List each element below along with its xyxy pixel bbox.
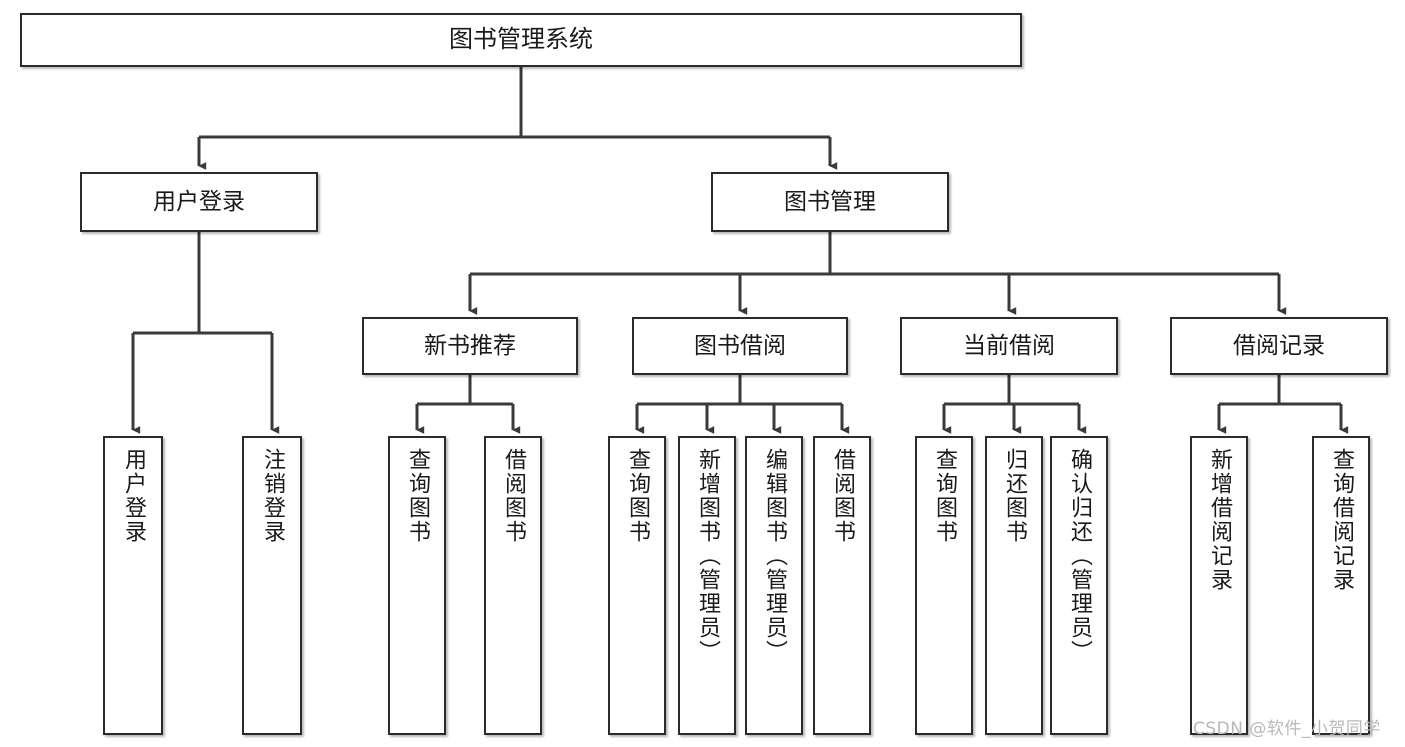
node-label: 查询图书 [932, 448, 957, 544]
node-user-logout-leaf[interactable]: 注销登录 [242, 436, 302, 735]
node-user-login-leaf[interactable]: 用户登录 [103, 436, 163, 735]
node-label: 查询图书 [625, 448, 650, 544]
node-label: 借阅记录 [1233, 332, 1325, 359]
node-label: 当前借阅 [963, 332, 1055, 359]
node-cb-query-book[interactable]: 查询图书 [915, 436, 973, 735]
node-book-management[interactable]: 图书管理 [711, 172, 949, 232]
node-label: 新书推荐 [424, 332, 516, 359]
node-label: 编辑图书（管理员） [762, 448, 787, 664]
node-br-query-record[interactable]: 查询借阅记录 [1312, 436, 1370, 735]
node-label: 借阅图书 [830, 448, 855, 544]
node-bb-add-book[interactable]: 新增图书（管理员） [678, 436, 736, 735]
node-label: 借阅图书 [501, 448, 526, 544]
node-label: 新增图书（管理员） [695, 448, 720, 664]
node-label: 图书管理 [784, 188, 876, 215]
node-bb-borrow-book[interactable]: 借阅图书 [813, 436, 871, 735]
node-bb-query-book[interactable]: 查询图书 [608, 436, 666, 735]
node-current-borrow[interactable]: 当前借阅 [900, 317, 1118, 375]
node-label: 查询图书 [405, 448, 430, 544]
node-bb-edit-book[interactable]: 编辑图书（管理员） [745, 436, 803, 735]
node-label: 图书管理系统 [449, 25, 593, 54]
node-nbr-borrow-book[interactable]: 借阅图书 [484, 436, 542, 735]
node-label: 归还图书 [1002, 448, 1027, 544]
node-root-system[interactable]: 图书管理系统 [20, 13, 1022, 67]
node-borrow-records[interactable]: 借阅记录 [1170, 317, 1388, 375]
node-new-book-recommend[interactable]: 新书推荐 [362, 317, 578, 375]
node-label: 用户登录 [153, 188, 245, 215]
node-nbr-query-book[interactable]: 查询图书 [388, 436, 446, 735]
node-label: 确认归还（管理员） [1067, 448, 1092, 664]
node-user-login[interactable]: 用户登录 [80, 172, 318, 232]
node-label: 新增借阅记录 [1207, 448, 1232, 592]
node-cb-confirm-return[interactable]: 确认归还（管理员） [1050, 436, 1108, 735]
node-label: 用户登录 [121, 448, 146, 544]
node-label: 查询借阅记录 [1329, 448, 1354, 592]
node-label: 图书借阅 [694, 332, 786, 359]
csdn-watermark: CSDN @软件_小贺同学 [1193, 719, 1381, 739]
node-br-add-record[interactable]: 新增借阅记录 [1190, 436, 1248, 735]
node-cb-return-book[interactable]: 归还图书 [985, 436, 1043, 735]
node-label: 注销登录 [260, 448, 285, 544]
node-book-borrow[interactable]: 图书借阅 [632, 317, 848, 375]
